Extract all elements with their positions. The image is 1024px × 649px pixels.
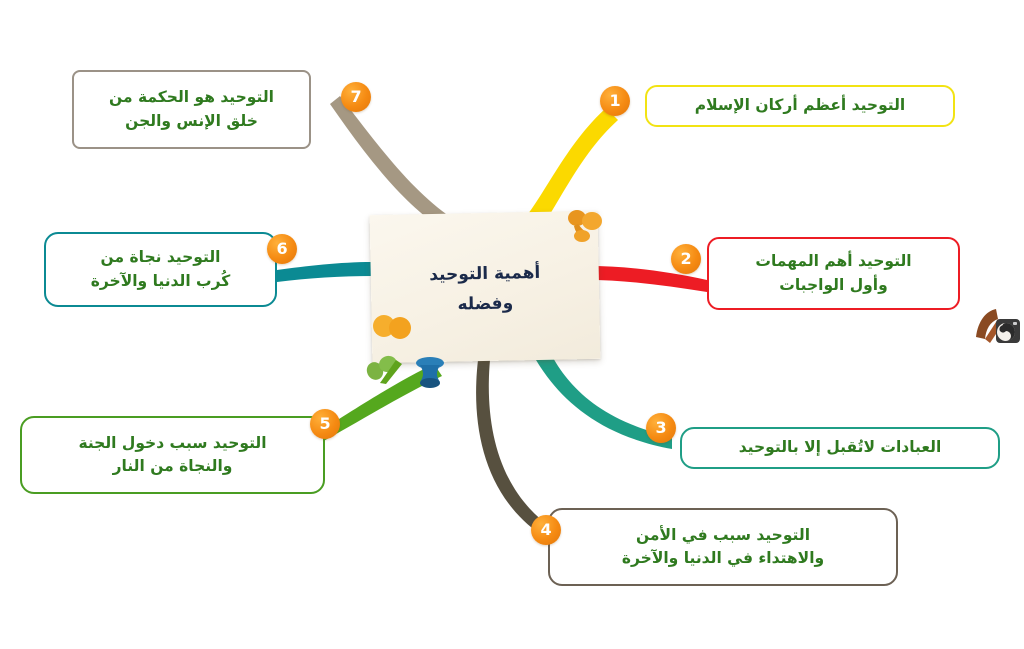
branch-node-5[interactable]: التوحيد سبب دخول الجنة والنجاة من النار: [20, 416, 325, 494]
branch-path-6: [277, 262, 372, 282]
pushpin-orange-top-icon: [568, 210, 602, 242]
branch-path-7: [330, 96, 452, 230]
branch-badge-3: 3: [646, 413, 676, 443]
branch-badge-5: 5: [310, 409, 340, 439]
branch-path-4: [476, 360, 552, 538]
branch-path-1: [512, 108, 618, 240]
branch-node-3-line-1: العبادات لاتُقبل إلا بالتوحيد: [738, 438, 942, 457]
center-line-1: أهمية التوحيد: [429, 263, 541, 286]
branch-node-7-label: التوحيد هو الحكمة من خلق الإنس والجن: [95, 81, 288, 138]
branch-node-1[interactable]: التوحيد أعظم أركان الإسلام: [645, 85, 955, 127]
branch-node-6[interactable]: التوحيد نجاة من كُرب الدنيا والآخرة: [44, 232, 277, 307]
branch-node-5-line-1: التوحيد سبب دخول الجنة: [78, 433, 267, 452]
branch-node-6-line-1: التوحيد نجاة من: [100, 248, 221, 267]
branch-badge-4: 4: [531, 515, 561, 545]
camera-logo-watermark-icon: [976, 309, 1020, 343]
branch-node-7-line-1: التوحيد هو الحكمة من: [109, 88, 274, 107]
branch-node-7-line-2: خلق الإنس والجن: [125, 111, 258, 130]
branch-node-2-line-1: التوحيد أهم المهمات: [755, 252, 912, 271]
branch-node-3[interactable]: العبادات لاتُقبل إلا بالتوحيد: [680, 427, 1000, 469]
center-node-label: أهمية التوحيد وفضله: [429, 259, 541, 321]
branch-node-4[interactable]: التوحيد سبب في الأمن والاهتداء في الدنيا…: [548, 508, 898, 586]
branch-node-6-label: التوحيد نجاة من كُرب الدنيا والآخرة: [77, 241, 245, 298]
branch-badge-7: 7: [341, 82, 371, 112]
branch-node-2-line-2: وأول الواجبات: [779, 275, 888, 294]
branch-node-4-line-2: والاهتداء في الدنيا والآخرة: [621, 549, 825, 567]
branch-node-1-line-1: التوحيد أعظم أركان الإسلام: [694, 96, 906, 115]
branch-path-5: [318, 364, 442, 444]
center-line-2: وفضله: [457, 293, 514, 315]
branch-node-5-label: التوحيد سبب دخول الجنة والنجاة من النار: [64, 427, 280, 484]
branch-node-4-label: التوحيد سبب في الأمن والاهتداء في الدنيا…: [608, 519, 838, 576]
branch-node-7[interactable]: التوحيد هو الحكمة من خلق الإنس والجن: [72, 70, 311, 149]
pushpin-green-icon: [366, 355, 402, 384]
branch-node-3-label: العبادات لاتُقبل إلا بالتوحيد: [725, 431, 956, 464]
branch-node-5-line-2: والنجاة من النار: [112, 457, 233, 475]
branch-node-4-line-1: التوحيد سبب في الأمن: [635, 525, 811, 544]
branch-badge-6: 6: [267, 234, 297, 264]
branch-path-2: [588, 266, 707, 292]
branch-node-1-label: التوحيد أعظم أركان الإسلام: [681, 89, 920, 122]
branch-badge-2: 2: [671, 244, 701, 274]
branch-node-2[interactable]: التوحيد أهم المهمات وأول الواجبات: [707, 237, 960, 310]
branch-badge-1: 1: [600, 86, 630, 116]
pushpin-orange-left-icon: [373, 315, 411, 339]
branch-node-6-line-2: كُرب الدنيا والآخرة: [90, 271, 231, 290]
pushpin-blue-icon: [416, 357, 444, 388]
branch-node-2-label: التوحيد أهم المهمات وأول الواجبات: [741, 245, 925, 302]
